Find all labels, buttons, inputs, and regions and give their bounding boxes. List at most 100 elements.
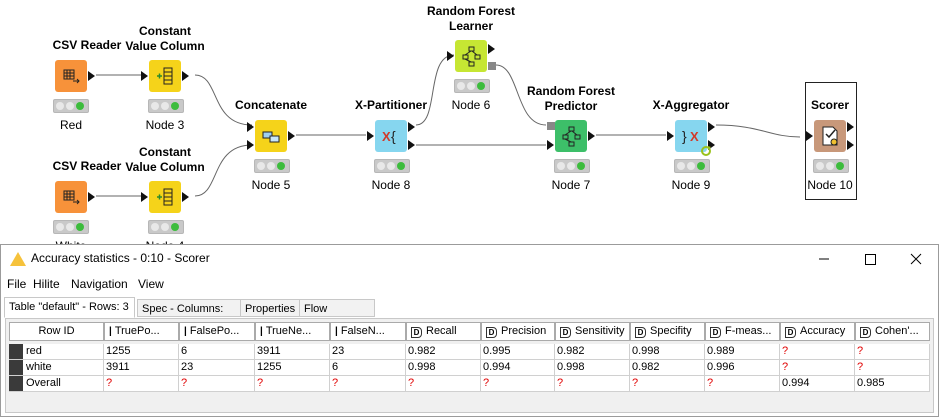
table-cell[interactable]: 0.982: [630, 360, 705, 376]
row-marker: [9, 344, 23, 359]
table-cell[interactable]: 0.989: [705, 344, 780, 360]
table-cell[interactable]: 6: [330, 360, 406, 376]
node-status-lights: [374, 159, 410, 173]
column-header-label: Recall: [426, 325, 457, 337]
column-header[interactable]: |TrueNe...: [255, 322, 330, 341]
table-cell[interactable]: ?: [406, 376, 481, 392]
table-cell[interactable]: 0.982: [555, 344, 630, 360]
column-header[interactable]: |FalsePo...: [179, 322, 255, 341]
node-label: Node 10: [807, 178, 853, 192]
node-title: X-Aggregator: [652, 98, 730, 112]
column-header-label: FalseN...: [340, 325, 385, 337]
node-title: CSV Reader: [52, 38, 122, 52]
table-cell[interactable]: ?: [780, 360, 855, 376]
integer-type-icon: |: [335, 326, 338, 337]
table-cell[interactable]: 0.998: [555, 360, 630, 376]
x-partitioner-icon: X{: [375, 120, 407, 152]
maximize-button[interactable]: [847, 245, 893, 273]
integer-type-icon: |: [260, 326, 263, 337]
node-title: Constant Value Column: [125, 145, 205, 174]
menu-hilite[interactable]: Hilite: [33, 277, 60, 291]
integer-type-icon: |: [109, 326, 112, 337]
table-cell[interactable]: ?: [104, 376, 179, 392]
row-id-cell[interactable]: white: [9, 360, 104, 376]
data-table[interactable]: Row ID|TruePo...|FalsePo...|TrueNe...|Fa…: [5, 318, 934, 413]
table-cell[interactable]: 23: [330, 344, 406, 360]
column-header-label: Cohen'...: [875, 325, 919, 337]
node-label: Node 7: [551, 178, 591, 192]
tab-flow-variables[interactable]: Flow Variables: [299, 299, 375, 333]
table-cell[interactable]: 0.995: [481, 344, 555, 360]
double-type-icon: D: [710, 327, 721, 338]
svg-text:X: X: [690, 129, 699, 144]
column-header[interactable]: Row ID: [9, 322, 104, 341]
close-button[interactable]: [893, 245, 939, 273]
tab-spec[interactable]: Spec - Columns: 11: [137, 299, 241, 333]
column-plus-icon: [149, 181, 181, 213]
table-cell[interactable]: ?: [255, 376, 330, 392]
column-header-label: Accuracy: [800, 325, 846, 337]
menu-view[interactable]: View: [138, 277, 164, 291]
column-header-label: TrueNe...: [265, 325, 312, 337]
tree-learner-icon: [455, 40, 487, 72]
table-cell[interactable]: ?: [630, 376, 705, 392]
warning-icon: [10, 252, 26, 266]
row-marker: [9, 376, 23, 391]
table-cell[interactable]: ?: [855, 344, 930, 360]
row-id-cell[interactable]: red: [9, 344, 104, 360]
row-id-cell[interactable]: Overall: [9, 376, 104, 392]
table-cell[interactable]: 0.996: [705, 360, 780, 376]
window-titlebar[interactable]: Accuracy statistics - 0:10 - Scorer: [1, 245, 938, 273]
table-cell[interactable]: ?: [780, 344, 855, 360]
tab-table-default[interactable]: Table "default" - Rows: 3: [4, 297, 135, 318]
node-label: Node 6: [451, 98, 491, 112]
table-cell[interactable]: 0.998: [630, 344, 705, 360]
table-cell[interactable]: 0.994: [780, 376, 855, 392]
table-cell[interactable]: 1255: [255, 360, 330, 376]
column-header-label: TruePo...: [114, 325, 160, 337]
table-cell[interactable]: ?: [555, 376, 630, 392]
accuracy-statistics-window[interactable]: Accuracy statistics - 0:10 - Scorer File…: [0, 244, 939, 417]
double-type-icon: D: [411, 327, 422, 338]
table-cell[interactable]: 0.998: [406, 360, 481, 376]
table-cell[interactable]: 1255: [104, 344, 179, 360]
table-cell[interactable]: ?: [705, 376, 780, 392]
table-arrow-icon: [55, 60, 87, 92]
table-cell[interactable]: ?: [179, 376, 255, 392]
table-arrow-icon: [55, 181, 87, 213]
column-header[interactable]: |TruePo...: [104, 322, 179, 341]
column-header[interactable]: D Recall: [406, 322, 481, 341]
loop-icon: [700, 144, 712, 156]
table-cell[interactable]: ?: [855, 360, 930, 376]
menu-navigation[interactable]: Navigation: [71, 277, 128, 291]
table-cell[interactable]: 0.982: [406, 344, 481, 360]
node-status-lights: [53, 220, 89, 234]
node-label: Node 8: [371, 178, 411, 192]
table-cell[interactable]: 6: [179, 344, 255, 360]
row-marker: [9, 360, 23, 375]
node-title: Random Forest Predictor: [526, 84, 615, 113]
node-label: Node 5: [251, 178, 291, 192]
tab-properties[interactable]: Properties: [240, 299, 300, 317]
node-label: Red: [59, 118, 82, 132]
table-cell[interactable]: ?: [481, 376, 555, 392]
table-cell[interactable]: ?: [330, 376, 406, 392]
menu-file[interactable]: File: [7, 277, 27, 291]
table-cell[interactable]: 3911: [255, 344, 330, 360]
double-type-icon: D: [635, 327, 646, 338]
table-cell[interactable]: 0.985: [855, 376, 930, 392]
minimize-button[interactable]: [801, 245, 847, 273]
column-header[interactable]: |FalseN...: [330, 322, 406, 341]
table-cell[interactable]: 23: [179, 360, 255, 376]
table-cell[interactable]: 3911: [104, 360, 179, 376]
node-status-lights: [148, 99, 184, 113]
table-cell[interactable]: 0.994: [481, 360, 555, 376]
